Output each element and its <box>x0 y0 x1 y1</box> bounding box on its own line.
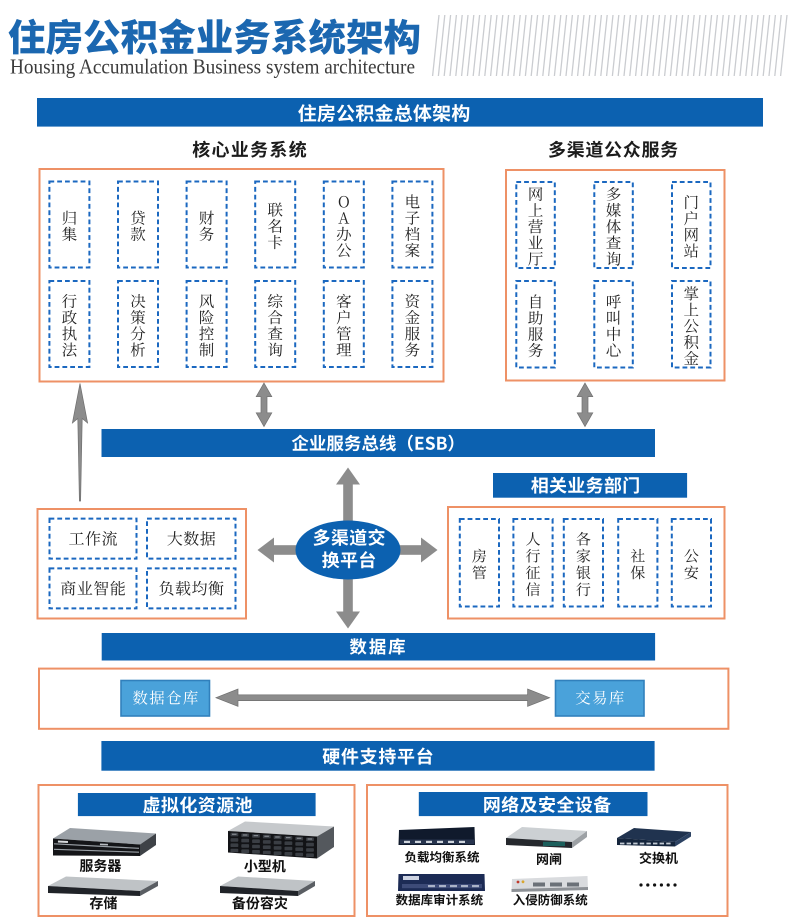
svg-text:Housing Accumulation Business: Housing Accumulation Business system arc… <box>10 55 415 79</box>
